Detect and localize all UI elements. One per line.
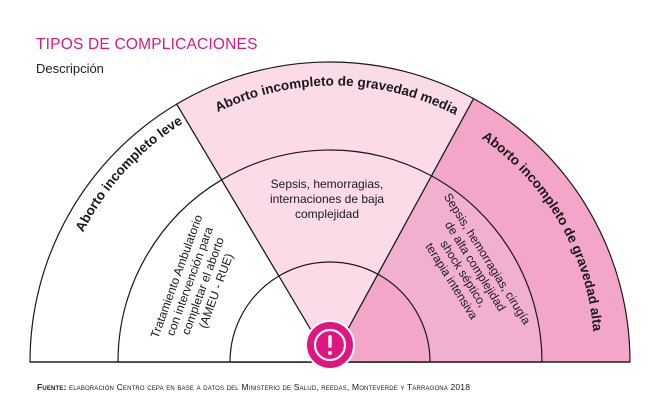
description-media-line: complejidad xyxy=(295,207,359,221)
source-label: Fuente: xyxy=(37,382,67,392)
ring-media xyxy=(220,149,433,364)
exclamation-icon xyxy=(305,320,355,370)
source-note: Fuente: elaboración Centro cepa en base … xyxy=(37,382,470,392)
inner-ring-alta xyxy=(328,273,431,363)
description-media-line: internaciones de baja xyxy=(270,192,384,206)
description-media: Sepsis, hemorragias, internaciones de ba… xyxy=(270,177,384,221)
inner-ring-leve xyxy=(229,275,332,363)
page-title: TIPOS DE COMPLICACIONES xyxy=(36,36,258,53)
description-media-line: Sepsis, hemorragias, xyxy=(271,177,384,191)
source-text: elaboración Centro cepa en base a datos … xyxy=(69,382,471,392)
inner-ring-media xyxy=(278,261,379,364)
page-subtitle: Descripción xyxy=(36,61,104,76)
